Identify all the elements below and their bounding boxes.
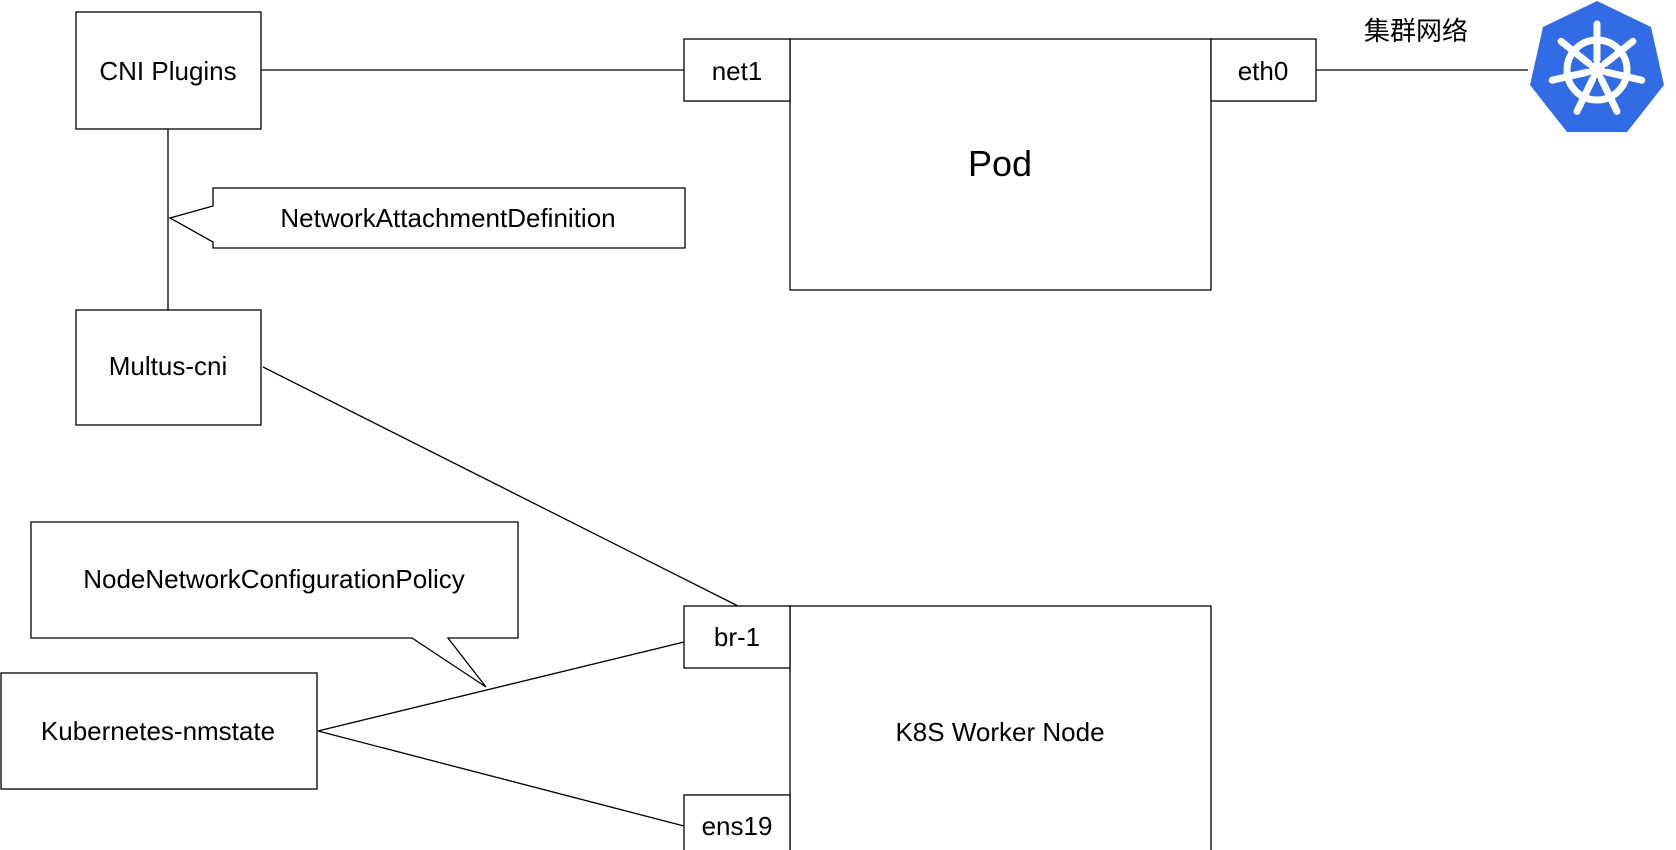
eth0-interface[interactable]: eth0	[1210, 38, 1317, 102]
cni-plugins-label: CNI Plugins	[99, 56, 236, 86]
cni-plugins-box[interactable]: CNI Plugins	[75, 11, 262, 130]
ens19-interface[interactable]: ens19	[683, 794, 791, 850]
network-attachment-definition-label: NetworkAttachmentDefinition	[280, 203, 615, 233]
ens19-label: ens19	[702, 811, 773, 841]
kubernetes-logo-icon	[1530, 1, 1664, 132]
pod-label: Pod	[968, 143, 1032, 184]
net1-interface[interactable]: net1	[683, 38, 791, 102]
network-attachment-definition-callout[interactable]: NetworkAttachmentDefinition	[168, 187, 686, 249]
kubernetes-nmstate-label: Kubernetes-nmstate	[41, 716, 275, 746]
br1-interface[interactable]: br-1	[683, 605, 791, 669]
node-network-configuration-policy-callout[interactable]: NodeNetworkConfigurationPolicy	[30, 521, 519, 688]
cluster-network-label: 集群网络	[1364, 17, 1468, 47]
connector-multus-to-br1	[262, 366, 739, 607]
connector-nmstate-to-br1	[317, 641, 685, 732]
node-network-configuration-policy-label: NodeNetworkConfigurationPolicy	[83, 564, 465, 594]
k8s-worker-node-box[interactable]: K8S Worker Node	[789, 605, 1212, 850]
connectors	[167, 69, 1528, 827]
kubernetes-nmstate-box[interactable]: Kubernetes-nmstate	[0, 672, 318, 790]
eth0-label: eth0	[1238, 56, 1289, 86]
br1-label: br-1	[714, 622, 760, 652]
connector-nmstate-to-ens19	[317, 730, 685, 827]
multus-cni-box[interactable]: Multus-cni	[75, 309, 262, 426]
pod-box[interactable]: Pod	[789, 38, 1212, 291]
k8s-worker-node-label: K8S Worker Node	[895, 717, 1104, 747]
net1-label: net1	[712, 56, 763, 86]
multus-cni-label: Multus-cni	[109, 351, 227, 381]
